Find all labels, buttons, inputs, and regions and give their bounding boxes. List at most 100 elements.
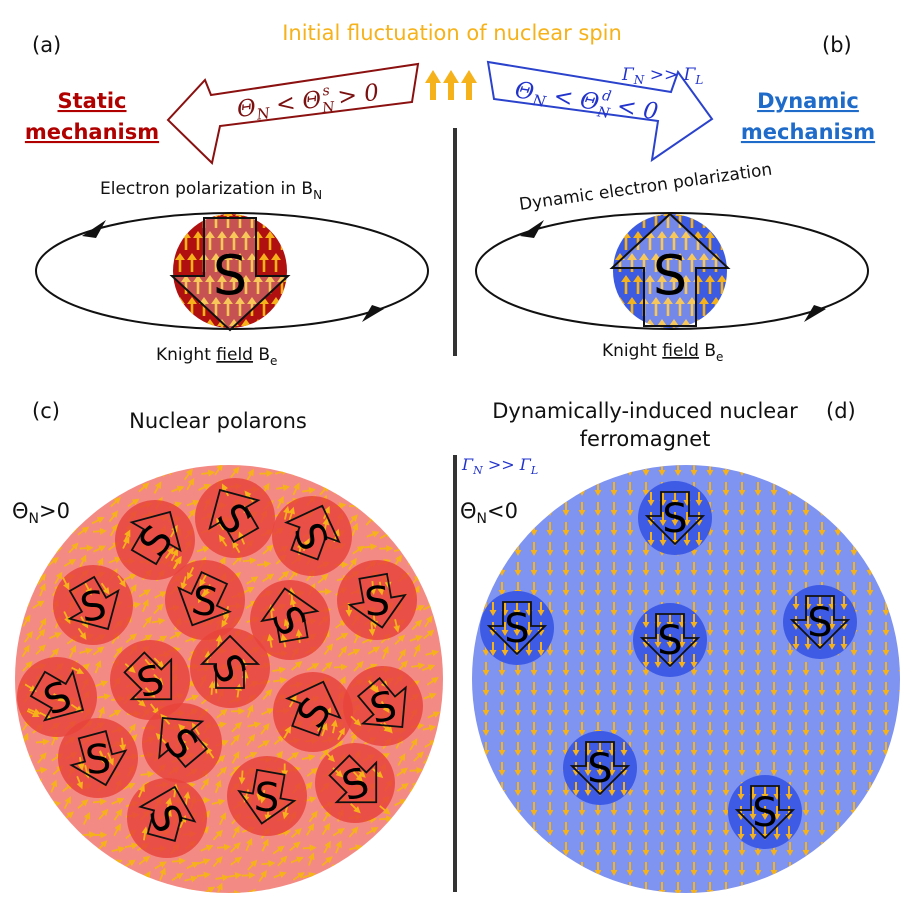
nuclear-spin-arrow-icon [157, 887, 171, 893]
nuclear-spin-arrow-icon [93, 831, 108, 839]
nuclear-spin-arrow-icon [324, 751, 335, 762]
orbit-arrowhead-icon [362, 305, 384, 322]
nuclear-spin-arrow-icon [289, 597, 297, 612]
down-arrow-icon [498, 822, 506, 836]
spin-symbol: S [752, 790, 777, 836]
nuclear-spin-arrow-icon [187, 253, 197, 272]
nuclear-spin-arrow-icon [316, 470, 331, 478]
nuclear-spin-arrow-icon [32, 560, 46, 568]
nuclear-spin-arrow-icon [231, 721, 242, 733]
nuclear-spin-arrow-icon [17, 870, 29, 882]
down-arrow-icon [578, 465, 586, 476]
nuclear-spin-arrow-icon [247, 859, 258, 871]
down-arrow-icon [610, 882, 618, 893]
nuclear-spin-arrow-icon [31, 483, 45, 491]
nuclear-spin-arrow-icon [63, 796, 71, 810]
down-arrow-icon [882, 882, 890, 893]
knight-field-left: Knight field Be [156, 345, 277, 368]
nuclear-spin-arrow-icon [47, 811, 58, 824]
nuclear-spin-arrow-icon [101, 891, 110, 893]
down-arrow-icon [562, 642, 570, 656]
nuclear-spin-arrow-icon [49, 842, 63, 850]
nuclear-spin-arrow-icon [127, 498, 140, 508]
nuclear-spin-arrow-icon [317, 573, 329, 584]
down-arrow-icon [770, 882, 778, 893]
nuclear-spin-arrow-icon [411, 619, 423, 631]
nuclear-spin-arrow-icon [365, 859, 380, 867]
nuclear-spin-arrow-icon [34, 812, 47, 821]
nuclear-spin-arrow-icon [711, 214, 721, 228]
nuclear-spin-arrow-icon [211, 297, 221, 316]
down-arrow-icon [530, 802, 538, 816]
nuclear-spin-arrow-icon [321, 661, 333, 672]
nuclear-spin-arrow-icon [171, 872, 184, 882]
nuclear-spin-arrow-icon [26, 709, 40, 718]
nuclear-spin-arrow-icon [113, 808, 123, 821]
nuclear-spin-arrow-icon [122, 536, 130, 549]
nuclear-spin-arrow-icon [633, 275, 643, 294]
nuclear-spin-arrow-icon [302, 887, 316, 893]
nuclear-spin-arrow-icon [153, 603, 164, 615]
nuclear-spin-arrow-icon [425, 649, 440, 657]
nuclear-spin-arrow-icon [153, 673, 164, 686]
down-arrow-icon [898, 630, 900, 636]
nuclear-spin-arrow-icon [21, 859, 34, 868]
nuclear-spin-arrow-icon [21, 465, 29, 479]
nuclear-spin-arrow-icon [34, 861, 48, 869]
nuclear-spin-arrow-icon [229, 231, 239, 250]
down-arrow-icon [882, 762, 890, 776]
nuclear-spin-arrow-icon [184, 875, 199, 883]
nuclear-spin-arrow-icon [347, 872, 362, 880]
nuclear-spin-arrow-icon [332, 828, 345, 837]
down-arrow-icon [546, 822, 554, 836]
down-arrow-icon [834, 882, 842, 893]
nuclear-spin-arrow-icon [165, 809, 172, 823]
nuclear-spin-arrow-icon [35, 468, 50, 475]
down-arrow-icon [834, 842, 842, 856]
nuclear-spin-arrow-icon [364, 663, 378, 671]
nuclear-spin-arrow-icon [276, 484, 291, 492]
fluctuation-title: Initial fluctuation of nuclear spin [282, 21, 622, 45]
nuclear-spin-arrow-icon [125, 633, 137, 644]
polaron-dot [337, 560, 417, 640]
nuclear-spin-arrow-icon [394, 529, 409, 537]
nuclear-spin-arrow-icon [211, 253, 221, 272]
nuclear-spin-arrow-icon [422, 875, 436, 884]
nuclear-spin-arrow-icon [394, 874, 408, 883]
nuclear-spin-arrow-icon [368, 622, 376, 637]
knight-field-right: Knight field Be [602, 341, 723, 364]
nuclear-spin-arrow-icon [271, 253, 281, 272]
down-arrow-icon [898, 610, 900, 616]
down-arrow-icon [802, 882, 810, 893]
nuclear-spin-arrow-icon [271, 214, 281, 228]
nuclear-spin-arrow-icon [681, 231, 691, 250]
down-arrow-icon [546, 782, 554, 796]
down-arrow-icon [546, 742, 554, 756]
nuclear-spin-arrow-icon [257, 740, 271, 749]
down-arrow-icon [514, 842, 522, 856]
nuclear-spin-arrow-icon [154, 861, 167, 870]
nuclear-spin-arrow-icon [65, 470, 80, 477]
spin-symbol-a: S [213, 244, 247, 307]
down-arrow-icon [898, 530, 900, 536]
down-arrow-icon [562, 582, 570, 596]
nuclear-spin-arrow-icon [380, 701, 390, 714]
nuclear-spin-arrow-icon [217, 275, 227, 294]
nuclear-spin-arrow-icon [242, 557, 257, 565]
down-arrow-icon [882, 802, 890, 816]
down-arrow-icon [562, 662, 570, 676]
nuclear-spin-arrow-icon [382, 828, 394, 839]
polaron-dot [195, 478, 275, 558]
down-arrow-icon [546, 802, 554, 816]
nuclear-spin-arrow-icon [241, 275, 251, 294]
down-arrow-icon [882, 862, 890, 876]
down-arrow-icon [866, 465, 874, 476]
nuclear-spin-arrow-icon [379, 545, 394, 552]
nuclear-spin-arrow-icon [51, 471, 64, 480]
theta-positive: ΘN>0 [12, 499, 70, 527]
nuclear-spin-arrow-icon [151, 617, 166, 625]
nuclear-spin-arrow-icon [17, 589, 32, 596]
nuclear-spin-arrow-icon [267, 633, 274, 648]
down-arrow-icon [866, 542, 874, 556]
nuclear-spin-arrow-icon [382, 645, 389, 660]
